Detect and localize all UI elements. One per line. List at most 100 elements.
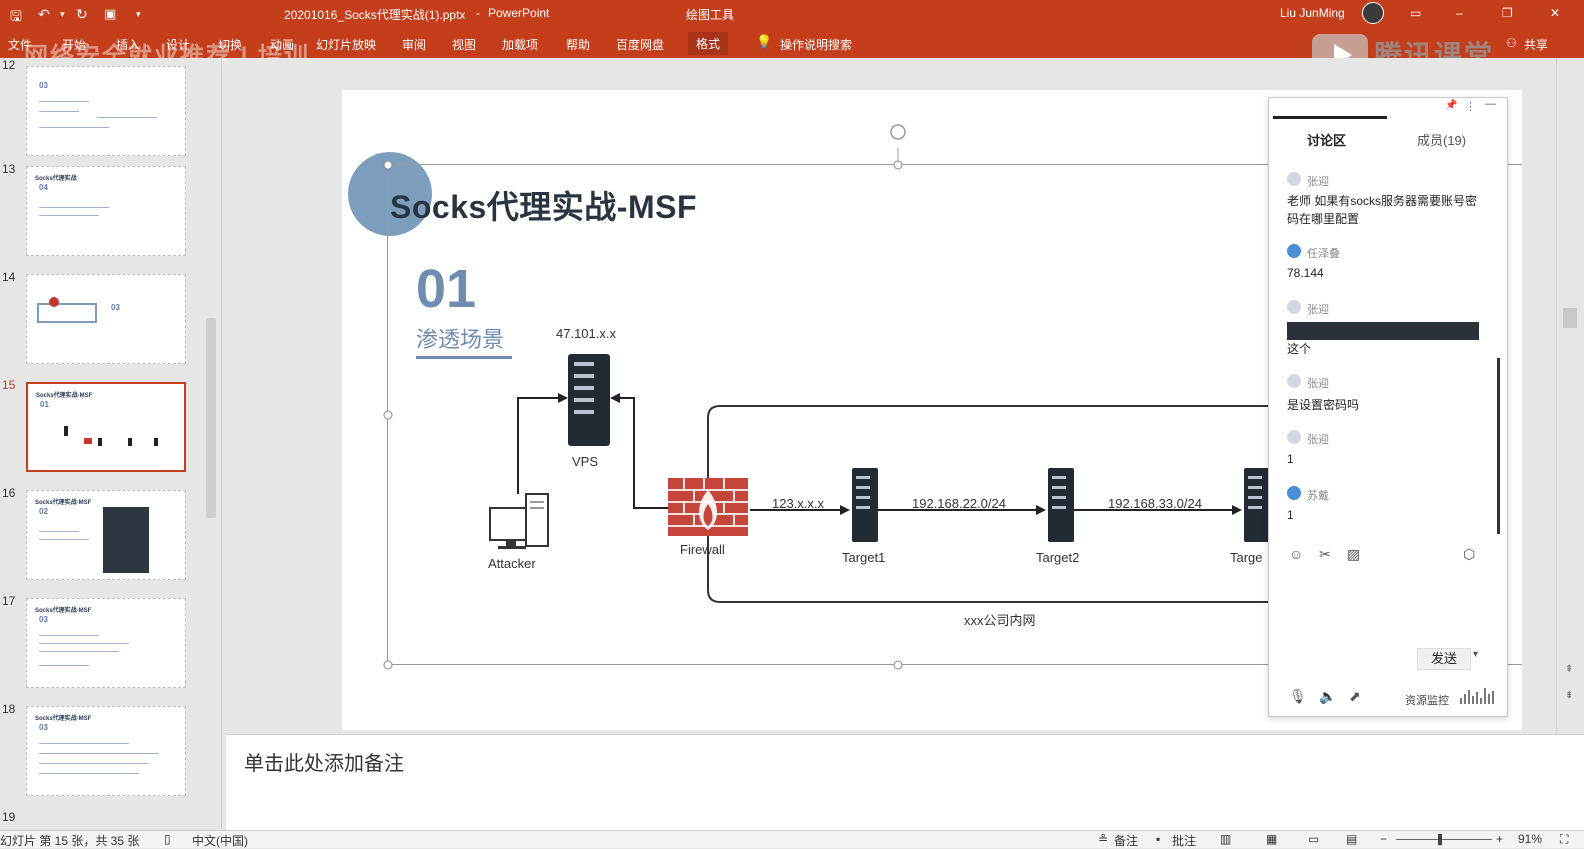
more-icon[interactable]: ⋮ xyxy=(1465,101,1476,113)
target2-server-icon xyxy=(1048,468,1074,542)
slide-thumbnail[interactable]: 03 xyxy=(26,274,186,364)
resize-handle xyxy=(383,410,393,420)
attacker-label[interactable]: Attacker xyxy=(488,556,536,571)
image-icon[interactable]: ▨ xyxy=(1347,546,1361,562)
close-icon[interactable]: ✕ xyxy=(1550,6,1561,20)
tab-transitions[interactable]: 切换 xyxy=(218,38,243,52)
scissors-icon[interactable]: ✂ xyxy=(1319,546,1331,562)
user-name[interactable]: Liu JunMing xyxy=(1280,6,1345,20)
share-icon: ⚇ xyxy=(1506,36,1517,50)
redo-icon[interactable]: ↻ xyxy=(76,6,88,22)
target3-label[interactable]: Targe xyxy=(1230,550,1263,565)
share-button[interactable]: 共享 xyxy=(1524,38,1549,52)
speaker-icon[interactable]: 🔈 xyxy=(1319,688,1337,704)
slide-thumbnail[interactable]: Socks代理实战 04 xyxy=(26,166,186,256)
collapse-icon[interactable]: — xyxy=(1485,98,1496,110)
thumbnail-subtitle: 04 xyxy=(39,183,48,192)
settings-icon[interactable]: ⬡ xyxy=(1463,546,1476,562)
notes-toggle[interactable]: 备注 xyxy=(1114,834,1139,848)
zoom-level[interactable]: 91% xyxy=(1518,832,1543,846)
thumbnail-subtitle: 01 xyxy=(40,400,49,409)
slide-thumbnail[interactable]: 03 xyxy=(26,66,186,156)
notes-pane[interactable]: 单击此处添加备注 xyxy=(226,734,1584,830)
tab-format[interactable]: 格式 xyxy=(688,32,729,55)
prev-slide-icon[interactable]: ⇞ xyxy=(1565,664,1574,675)
intranet-label[interactable]: xxx公司内网 xyxy=(964,613,1036,628)
tab-animations[interactable]: 动画 xyxy=(270,38,295,52)
zoom-slider[interactable] xyxy=(1396,839,1492,840)
fit-to-window-icon[interactable]: ⛶ xyxy=(1560,832,1569,846)
slide-thumbnail[interactable]: Socks代理实战-MSF 02 xyxy=(26,490,186,580)
tab-addins[interactable]: 加载项 xyxy=(502,38,539,52)
rotate-handle xyxy=(890,124,906,140)
comments-toggle[interactable]: 批注 xyxy=(1172,834,1197,848)
video-icon[interactable]: ⬈ xyxy=(1349,688,1361,704)
section-number[interactable]: 01 xyxy=(416,259,477,319)
send-button[interactable]: 发送 xyxy=(1417,648,1471,670)
section-title[interactable]: 渗透场景 xyxy=(416,327,505,352)
tab-view[interactable]: 视图 xyxy=(452,38,477,52)
microphone-icon[interactable]: 🎙 xyxy=(1289,688,1307,704)
zoom-in-icon[interactable]: + xyxy=(1496,832,1504,846)
slide-thumbnail-selected[interactable]: Socks代理实战-MSF 01 xyxy=(26,382,186,472)
vps-ip-label[interactable]: 47.101.x.x xyxy=(556,326,616,341)
spellcheck-icon[interactable]: ▯ xyxy=(164,832,171,846)
restore-icon[interactable]: ❐ xyxy=(1502,6,1513,20)
reading-view-icon[interactable]: ▭ xyxy=(1308,832,1320,846)
zoom-out-icon[interactable]: − xyxy=(1380,832,1388,846)
minimize-icon[interactable]: – xyxy=(1456,6,1463,20)
message-user: 张迎 xyxy=(1307,176,1329,188)
undo-dropdown-icon[interactable]: ▾ xyxy=(60,9,65,19)
pin-icon[interactable]: 📌 xyxy=(1445,100,1458,111)
arrowhead xyxy=(840,505,850,515)
target1-label[interactable]: Target1 xyxy=(842,550,886,565)
language-indicator[interactable]: 中文(中国) xyxy=(192,834,248,848)
tab-baidu[interactable]: 百度网盘 xyxy=(616,38,665,52)
link-label-subnet22[interactable]: 192.168.22.0/24 xyxy=(912,496,1006,511)
tab-insert[interactable]: 插入 xyxy=(116,38,141,52)
customize-qat-icon[interactable]: ▾ xyxy=(136,9,141,19)
scroll-thumb[interactable] xyxy=(1563,308,1577,328)
chat-scrollbar[interactable] xyxy=(1497,358,1500,534)
send-options-icon[interactable]: ▾ xyxy=(1473,649,1479,660)
tab-design[interactable]: 设计 xyxy=(166,38,191,52)
ribbon-display-icon[interactable]: ▭ xyxy=(1410,6,1422,20)
slide-title[interactable]: Socks代理实战-MSF xyxy=(390,189,697,225)
next-slide-icon[interactable]: ⇟ xyxy=(1565,690,1574,701)
undo-icon[interactable]: ↶ xyxy=(38,6,50,22)
status-bar: 幻灯片 第 15 张，共 35 张 ▯ 中文(中国) ≗ 备注 ▪ 批注 ▥ ▦… xyxy=(0,830,1584,848)
zoom-slider-thumb[interactable] xyxy=(1438,834,1442,845)
thumbnail-scrollbar[interactable] xyxy=(206,318,216,518)
slide-sorter-icon[interactable]: ▦ xyxy=(1266,832,1278,846)
resource-monitor-link[interactable]: 资源监控 xyxy=(1405,695,1449,707)
tab-review[interactable]: 审阅 xyxy=(402,38,427,52)
vertical-scrollbar[interactable]: ⇞ ⇟ xyxy=(1556,58,1584,734)
normal-view-icon[interactable]: ▥ xyxy=(1220,832,1232,846)
slide-thumbnail[interactable]: Socks代理实战-MSF 03 xyxy=(26,598,186,688)
thumbnail-number: 12 xyxy=(2,58,16,72)
notes-placeholder[interactable]: 单击此处添加备注 xyxy=(244,753,404,775)
slideshow-view-icon[interactable]: ▤ xyxy=(1346,832,1358,846)
vps-label[interactable]: VPS xyxy=(572,454,599,469)
tab-home[interactable]: 开始 xyxy=(62,38,87,52)
link-label-subnet33[interactable]: 192.168.33.0/24 xyxy=(1108,496,1202,511)
message-user: 张迎 xyxy=(1307,378,1329,390)
save-icon[interactable]: 🖫 xyxy=(10,8,22,24)
tab-slideshow[interactable]: 幻灯片放映 xyxy=(316,38,377,52)
tab-file[interactable]: 文件 xyxy=(8,38,33,52)
tell-me-search[interactable]: 操作说明搜索 xyxy=(780,38,853,52)
tab-discussion[interactable]: 讨论区 xyxy=(1307,133,1347,148)
emoji-icon[interactable]: ☺ xyxy=(1289,546,1304,562)
thumbnail-graphic xyxy=(128,438,132,446)
tab-members[interactable]: 成员(19) xyxy=(1417,133,1467,148)
tab-help[interactable]: 帮助 xyxy=(566,38,591,52)
slide-thumbnail[interactable]: Socks代理实战-MSF 03 xyxy=(26,706,186,796)
target2-label[interactable]: Target2 xyxy=(1036,550,1080,565)
link-label-public[interactable]: 123.x.x.x xyxy=(772,496,825,511)
avatar[interactable] xyxy=(1362,2,1384,24)
present-icon[interactable]: ▣ xyxy=(104,6,117,21)
firewall-to-vps-arrow xyxy=(614,397,668,509)
message-text: 是设置密码吗 xyxy=(1287,398,1360,412)
firewall-label[interactable]: Firewall xyxy=(680,542,725,557)
thumbnail-subtitle: 03 xyxy=(111,303,120,312)
